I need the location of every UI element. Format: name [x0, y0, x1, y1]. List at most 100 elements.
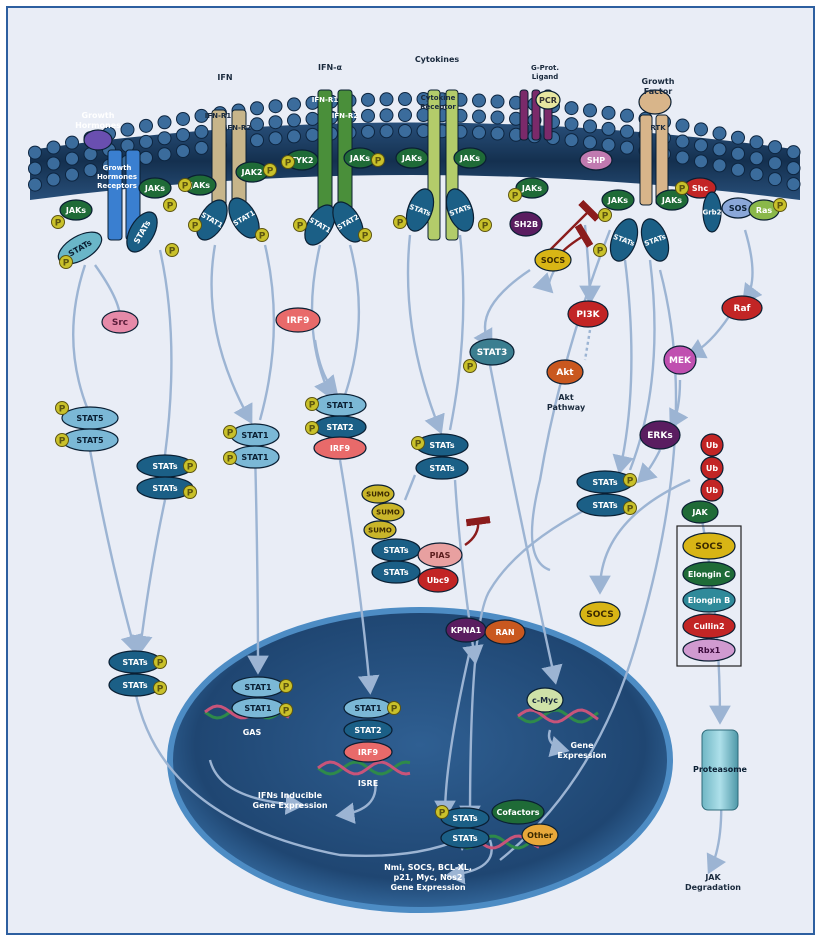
socs-top-label: SOCS: [541, 256, 566, 265]
svg-text:P: P: [192, 222, 199, 232]
isgf3-stat1: STAT1: [314, 394, 366, 416]
svg-text:P: P: [391, 705, 398, 715]
phosphate-icon: P: [594, 244, 607, 257]
elongin-c: Elongin C: [683, 562, 735, 586]
phosphate-icon: P: [676, 182, 689, 195]
stats-cyto-b-label: STATs: [429, 464, 455, 473]
phosphate-icon: P: [388, 702, 401, 715]
phosphate-icon: P: [189, 219, 202, 232]
stat2-isre: STAT2: [344, 720, 392, 740]
jak-ubiquitinated: JAK: [682, 501, 718, 523]
svg-text:P: P: [297, 222, 304, 232]
jak-ubiquitinated-label: JAK: [691, 508, 708, 517]
stats-sumo-a-label: STATs: [383, 546, 409, 555]
phosphate-icon: P: [282, 156, 295, 169]
stat1-isre-label: STAT1: [354, 704, 382, 713]
akt-protein-label: Akt: [556, 368, 574, 378]
cofactors-protein-label: Cofactors: [496, 808, 539, 817]
ifnar2-label: IFN-R2: [332, 112, 359, 120]
jak1-ifna-label: JAKs: [349, 154, 370, 163]
svg-text:P: P: [309, 425, 316, 435]
pias-protein-label: PIAS: [430, 551, 451, 560]
phosphate-icon: P: [56, 402, 69, 415]
jak-degradation-label: JAKDegradation: [685, 873, 741, 892]
svg-text:P: P: [187, 489, 194, 499]
gpcr-g-protein: PCR: [536, 91, 560, 109]
ub-1-label: Ub: [706, 441, 718, 450]
stat1-dimer-a: STAT1: [231, 424, 279, 446]
phosphate-icon: P: [306, 398, 319, 411]
other-protein-label: Other: [527, 831, 553, 840]
svg-text:P: P: [597, 247, 604, 257]
jak-gpcr-label: JAKs: [521, 184, 542, 193]
stats-cyto-a-label: STATs: [429, 441, 455, 450]
grb2-protein: Grb2: [702, 192, 721, 232]
phosphate-icon: P: [264, 164, 277, 177]
jak2-ifng-label: JAK2: [241, 168, 263, 177]
phosphate-icon: P: [306, 422, 319, 435]
phosphate-icon: P: [394, 216, 407, 229]
phosphate-icon: P: [52, 216, 65, 229]
phosphate-icon: P: [154, 656, 167, 669]
stats-sumo-b-label: STATs: [383, 568, 409, 577]
phosphate-icon: P: [774, 199, 787, 212]
stat1-dimer-b: STAT1: [231, 446, 279, 468]
irf9-isre: IRF9: [344, 742, 392, 762]
jak-gh-right-label: JAKs: [144, 184, 165, 193]
stats-nuc-b: STATs: [441, 828, 489, 848]
sumo-2-label: SUMO: [376, 508, 400, 516]
stats-rtk-dimer-b-label: STATs: [592, 501, 618, 510]
svg-text:P: P: [157, 659, 164, 669]
phosphate-icon: P: [179, 179, 192, 192]
stats-cyto-b: STATs: [416, 457, 468, 479]
sh2b-protein: SH2B: [510, 212, 542, 236]
pi3k-protein-label: PI3K: [576, 310, 600, 320]
phosphate-icon: P: [509, 189, 522, 202]
isgf3-stat2-label: STAT2: [326, 423, 353, 432]
stat1-isre: STAT1: [344, 698, 392, 718]
stat1-nuc-a: STAT1: [232, 677, 284, 697]
ras-protein-label: Ras: [756, 206, 773, 215]
irf9-protein: IRF9: [276, 308, 320, 332]
rbx1: Rbx1: [683, 639, 735, 661]
svg-text:P: P: [309, 401, 316, 411]
stat1-dimer-b-label: STAT1: [241, 453, 269, 462]
gas-label: GAS: [243, 728, 262, 737]
sumo-3-label: SUMO: [368, 526, 392, 534]
grb2-protein-label: Grb2: [702, 208, 721, 216]
rbx1-label: Rbx1: [698, 646, 721, 655]
jak-rtk-left-label: JAKs: [607, 196, 628, 205]
svg-text:P: P: [397, 219, 404, 229]
stat1-nuc-b-label: STAT1: [244, 704, 272, 713]
ub-3: Ub: [701, 479, 723, 501]
phosphate-icon: P: [154, 682, 167, 695]
svg-text:P: P: [59, 405, 66, 415]
gpcr-g-protein-label: PCR: [539, 96, 557, 105]
phosphate-icon: P: [280, 704, 293, 717]
phosphate-icon: P: [164, 199, 177, 212]
sumo-2: SUMO: [372, 503, 404, 521]
stat3-protein: STAT3: [470, 339, 514, 365]
ub-2: Ub: [701, 457, 723, 479]
ifna-label: IFN-α: [318, 63, 342, 72]
mek-protein: MEK: [664, 346, 696, 374]
stats-rtk-dimer-a-label: STATs: [592, 478, 618, 487]
stat2-isre-label: STAT2: [354, 726, 381, 735]
shp-protein-label: SHP: [587, 156, 605, 165]
jak-gh-left-label: JAKs: [65, 206, 86, 215]
stats-dimer-b-label: STATs: [152, 484, 178, 493]
stat5-dimer-b-label: STAT5: [76, 436, 104, 445]
sumo-1-label: SUMO: [366, 490, 390, 498]
ifn-label: IFN: [217, 73, 232, 82]
elongin-b: Elongin B: [683, 588, 735, 612]
isgf3-irf9: IRF9: [314, 437, 366, 459]
stats-nuc-b-label: STATs: [452, 834, 478, 843]
ifnar1: [318, 90, 332, 220]
svg-text:P: P: [157, 685, 164, 695]
svg-text:P: P: [283, 707, 290, 717]
jak-gh-left: JAKs: [60, 200, 92, 220]
growth-factor-label: GrowthFactor: [642, 77, 675, 96]
phosphate-icon: P: [359, 229, 372, 242]
svg-text:P: P: [627, 477, 634, 487]
phosphate-icon: P: [599, 209, 612, 222]
